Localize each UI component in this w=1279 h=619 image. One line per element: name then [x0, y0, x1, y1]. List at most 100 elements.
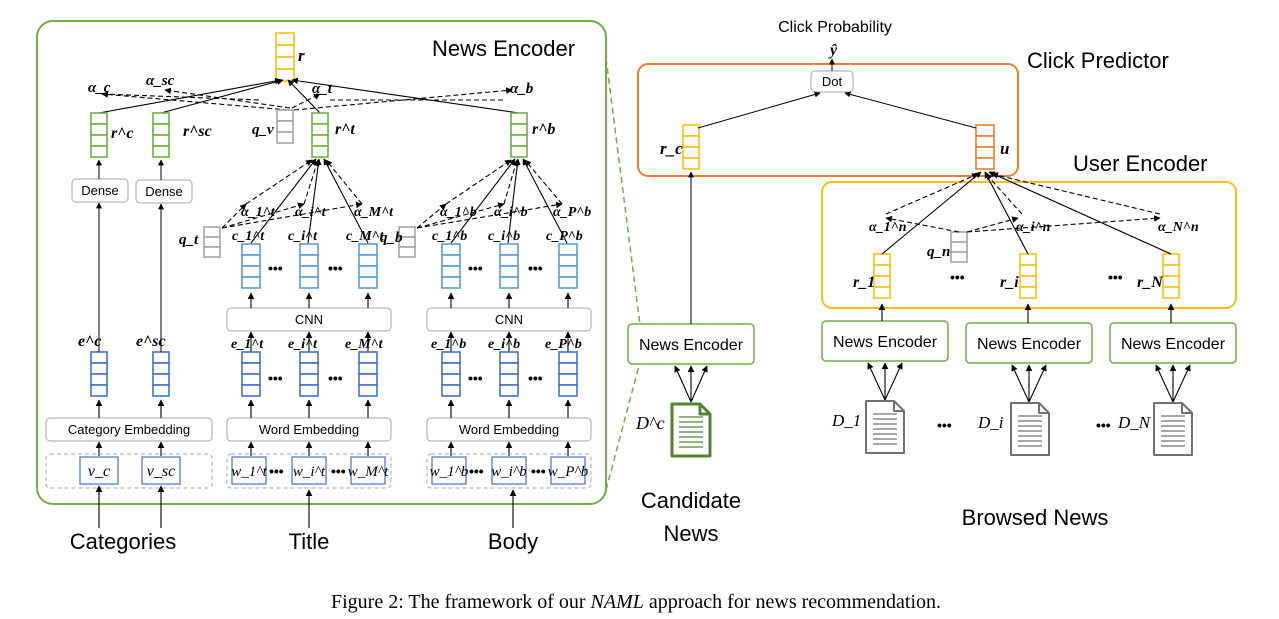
- vector-cell: [558, 362, 578, 375]
- token-title-wM: w_M^t: [348, 464, 389, 480]
- user-news-rep-N: [1162, 253, 1180, 299]
- title-token-ellipsis-2: •••: [331, 463, 346, 479]
- user-news-rep-i: [1019, 253, 1037, 299]
- vector-cell: [275, 32, 295, 46]
- vector-cell: [276, 120, 294, 133]
- rsc-label: r^sc: [183, 123, 212, 140]
- document-outline: [1010, 402, 1050, 456]
- esc-label: e^sc: [136, 333, 166, 350]
- click-predictor-panel: [637, 63, 1019, 177]
- browsed-encoder-label-i: News Encoder: [977, 336, 1082, 353]
- vector-cell: [152, 145, 170, 158]
- body-emb-vec-i: [499, 351, 519, 397]
- candidate-news-encoder-label: News Encoder: [639, 337, 744, 354]
- vector-cell: [873, 275, 891, 288]
- title-emb-vec-M: [358, 351, 378, 397]
- qb-label: q_b: [380, 230, 403, 246]
- qv-label: q_v: [252, 122, 274, 138]
- title-ctx-vec-i: [299, 243, 319, 289]
- browsed-document-icon-N: [1153, 402, 1193, 456]
- vector-cell: [241, 373, 261, 386]
- vector-cell: [90, 134, 108, 147]
- vector-cell: [499, 265, 519, 278]
- body-attn-1: α_1^b: [440, 205, 477, 220]
- rt-label: r^t: [335, 121, 355, 138]
- vector-cell: [1162, 286, 1180, 299]
- vector-cell: [275, 68, 295, 82]
- token-body-wP: w_P^b: [548, 464, 589, 480]
- vector-cell: [1162, 264, 1180, 277]
- user-encoder-title: User Encoder: [1073, 151, 1208, 176]
- browsed-doc-arrows: [867, 362, 1191, 403]
- vector-cell: [441, 254, 461, 267]
- vector-cell: [558, 265, 578, 278]
- body-emb-vec-P: [558, 351, 578, 397]
- body-ctx-ellipsis-2: •••: [528, 260, 543, 276]
- body-input-row: [426, 453, 592, 489]
- user-rep-u: [975, 124, 995, 170]
- vector-cell: [241, 362, 261, 375]
- alpha-b: α_b: [510, 81, 534, 97]
- title-ctx-1: c_1^t: [232, 229, 265, 244]
- vector-cell: [441, 351, 461, 364]
- vector-cell: [152, 362, 170, 375]
- vector-cell: [358, 243, 378, 256]
- title-query-qt: [203, 226, 221, 258]
- title-token-ellipsis-1: •••: [269, 463, 284, 479]
- category-embedding-box: [45, 417, 213, 442]
- title-emb-vec-i: [299, 351, 319, 397]
- token-body-wi: w_i^b: [491, 464, 527, 480]
- vector-cell: [975, 124, 995, 137]
- vector-cell: [441, 362, 461, 375]
- user-alpha-N: α_N^n: [1158, 220, 1199, 235]
- alpha-c: α_c: [88, 80, 111, 96]
- dense-label-subcategory: Dense: [145, 184, 183, 199]
- browsed-document-icon-i: [1010, 402, 1050, 456]
- dot-label: Dot: [822, 74, 843, 89]
- title-attn-1: α_1^t: [241, 205, 276, 220]
- browsed-doc-ellipsis-1: •••: [937, 417, 952, 433]
- rc-label: r^c: [111, 125, 133, 142]
- vector-cell: [873, 253, 891, 266]
- vector-cell: [276, 131, 294, 144]
- ec-label: e^c: [78, 333, 101, 350]
- title-emb-ellipsis-2: •••: [328, 370, 343, 386]
- news-encoder-panel: [36, 20, 607, 505]
- body-emb-i: e_i^b: [488, 337, 520, 352]
- query-vector-qv: [276, 109, 294, 144]
- vector-cell: [311, 134, 329, 147]
- caption-prefix: Figure 2: The framework of our: [331, 591, 591, 613]
- vector-cell: [358, 384, 378, 397]
- dense-box-subcategory: [135, 179, 193, 204]
- vector-cell: [682, 124, 700, 137]
- browsed-encoder-label-1: News Encoder: [833, 334, 938, 351]
- browsed-doc-label-1: D_1: [831, 411, 861, 430]
- vector-cell: [241, 276, 261, 289]
- vector-cell: [950, 241, 968, 253]
- token-vc: v_c: [88, 463, 110, 480]
- vector-cell: [873, 264, 891, 277]
- vector-cell: [276, 109, 294, 122]
- word-embedding-label-body: Word Embedding: [459, 422, 559, 437]
- vector-cell: [1019, 253, 1037, 266]
- output-label-r: r: [298, 46, 305, 65]
- body-query-qb: [398, 226, 416, 258]
- vector-cell: [241, 265, 261, 278]
- vector-cell: [975, 157, 995, 170]
- candidate-doc-label: D^c: [635, 413, 665, 433]
- browsed-news-label: Browsed News: [962, 505, 1109, 530]
- vector-rc: [90, 112, 108, 158]
- vector-cell: [299, 384, 319, 397]
- cnn-label-body: CNN: [495, 312, 523, 327]
- vector-cell: [241, 254, 261, 267]
- body-emb-vec-1: [441, 351, 461, 397]
- view-attention-lines: [98, 77, 520, 114]
- vector-cell: [499, 276, 519, 289]
- vector-cell: [441, 384, 461, 397]
- vector-cell: [558, 351, 578, 364]
- y-hat-label: ŷ: [828, 42, 838, 59]
- dense-box-category: [71, 178, 129, 203]
- vector-cell: [299, 254, 319, 267]
- vector-cell: [1019, 264, 1037, 277]
